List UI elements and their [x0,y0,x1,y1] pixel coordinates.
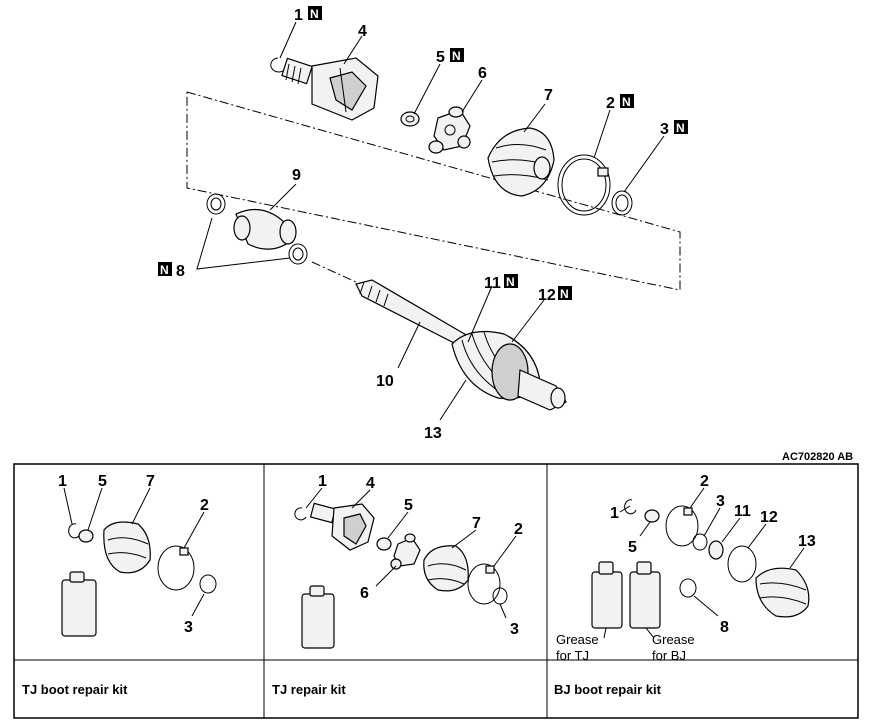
kit3-label-13: 13 [798,533,816,550]
kit1-label-3: 3 [184,619,193,636]
new-mark-3 [674,120,688,134]
new-mark-1 [308,6,322,20]
kit2-label-2: 2 [514,521,523,538]
kit3-label-11: 11 [734,503,751,520]
label-4: 4 [358,23,367,40]
kit2-label-3: 3 [510,621,519,638]
new-mark-3-text: N [676,121,685,135]
new-mark-1-text: N [310,7,319,21]
part-6-spider [428,106,471,154]
kit2-title: TJ repair kit [272,682,346,697]
exploded-view: 1 N 4 5 N 6 7 2 N 3 N 9 N 8 11 N 12 N 10… [158,6,853,463]
kit3-title: BJ boot repair kit [554,682,662,697]
kit3-label-2: 2 [700,473,709,490]
kit1-label-2: 2 [200,497,209,514]
label-2: 2 [606,95,615,112]
kit-bj-boot-repair: 2 3 11 12 13 1 5 8 Grease for TJ Grease … [554,473,816,697]
kit1-label-1: 1 [58,473,67,490]
grease-tj-line1: Grease [556,632,599,647]
kit3-label-5: 5 [628,539,637,556]
kit-tj-repair: 1 4 5 7 2 6 3 TJ repair kit [272,473,523,697]
label-13: 13 [424,425,442,442]
label-12: 12 [538,287,556,304]
kit-table [13,463,859,719]
label-9: 9 [292,167,301,184]
new-mark-11-text: N [506,275,515,289]
kit2-label-1: 1 [318,473,327,490]
new-mark-12 [558,286,572,300]
label-7: 7 [544,87,553,104]
kit3-label-12: 12 [760,509,778,526]
part-4-tj-case [281,57,379,121]
kit3-label-1: 1 [610,505,619,522]
label-11: 11 [484,275,501,292]
kit2-label-4: 4 [366,475,375,492]
grease-bj-line1: Grease [652,632,695,647]
grease-bj-line2: for BJ [652,648,686,663]
label-6: 6 [478,65,487,82]
new-mark-2-text: N [622,95,631,109]
kit2-label-7: 7 [472,515,481,532]
part-10-shaft [311,261,469,347]
kit2-label-5: 5 [404,497,413,514]
new-mark-2 [620,94,634,108]
kit1-title: TJ boot repair kit [22,682,128,697]
part-3-small-band [611,190,633,216]
grease-tj-line2: for TJ [556,648,589,663]
kit3-label-8: 8 [720,619,729,636]
new-mark-11 [504,274,518,288]
label-8: 8 [176,263,185,280]
new-mark-8-text: N [160,263,169,277]
leader-lines [269,21,665,421]
label-5: 5 [436,49,445,66]
new-mark-5 [450,48,464,62]
part-7-tj-boot [487,127,555,197]
new-mark-5-text: N [452,49,461,63]
kit3-label-3: 3 [716,493,725,510]
kit1-label-7: 7 [146,473,155,490]
kit1-label-5: 5 [98,473,107,490]
part-9-damper [233,208,297,250]
label-1: 1 [294,7,303,24]
part-13-bj-assembly [451,331,567,411]
new-mark-12-text: N [560,287,569,301]
new-mark-8 [158,262,172,276]
part-8-boot-bands [196,193,308,270]
part-5-snap-ring [400,111,420,127]
figure-code: AC702820 AB [782,451,853,463]
kit2-label-6: 6 [360,585,369,602]
part-2-boot-band [557,154,611,216]
kit-tj-boot-repair: 1 5 7 2 3 TJ boot repair kit [22,473,217,697]
label-3: 3 [660,121,669,138]
label-10: 10 [376,373,394,390]
